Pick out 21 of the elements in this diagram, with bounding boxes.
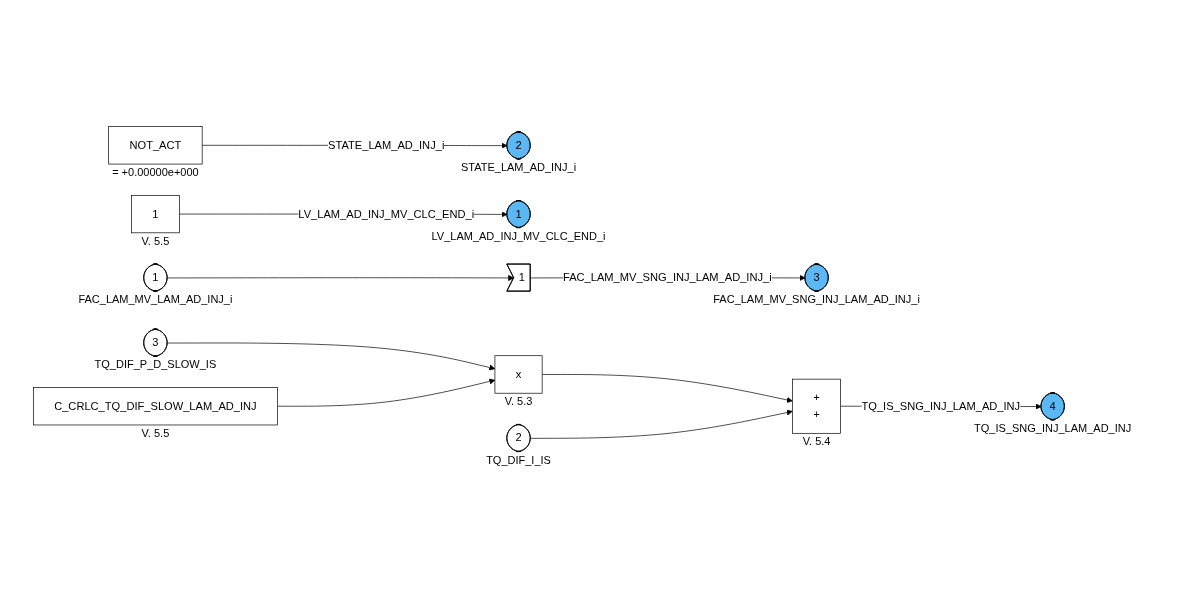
node-box: x — [494, 355, 543, 394]
node-box: + + — [792, 378, 841, 434]
block-caption: FAC_LAM_MV_LAM_AD_INJ_i — [78, 293, 233, 306]
block-caption: TQ_DIF_I_IS — [486, 453, 551, 466]
node-box: 1 — [131, 194, 180, 234]
node-box: C_CRLC_TQ_DIF_SLOW_LAM_AD_INJ — [33, 387, 278, 426]
block-caption: LV_LAM_AD_INJ_MV_CLC_END_i — [431, 229, 606, 242]
node-box: NOT_ACT — [108, 126, 203, 165]
block-caption: = +0.00000e+000 — [112, 166, 199, 179]
edge-label: STATE_LAM_AD_INJ_i — [328, 139, 445, 151]
edge-label: FAC_LAM_MV_SNG_INJ_LAM_AD_INJ_i — [562, 271, 772, 284]
edge-label: LV_LAM_AD_INJ_MV_CLC_END_i — [298, 207, 475, 220]
block-caption: V. 5.5 — [141, 234, 170, 247]
block-caption: STATE_LAM_AD_INJ_i — [460, 160, 577, 173]
block-caption: V. 5.3 — [504, 395, 533, 408]
edge-label: TQ_IS_SNG_INJ_LAM_AD_INJ — [861, 399, 1021, 412]
block-caption: V. 5.4 — [802, 435, 831, 448]
block-caption: TQ_IS_SNG_INJ_LAM_AD_INJ — [974, 421, 1132, 434]
block-caption: V. 5.5 — [141, 426, 170, 439]
block-caption: TQ_DIF_P_D_SLOW_IS — [94, 358, 217, 371]
block-caption: FAC_LAM_MV_SNG_INJ_LAM_AD_INJ_i — [713, 293, 920, 306]
